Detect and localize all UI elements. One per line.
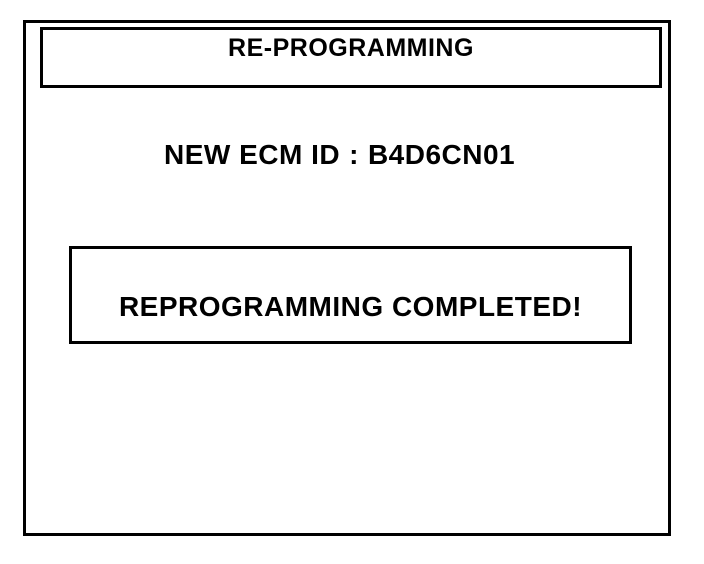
status-message-text: REPROGRAMMING COMPLETED! (118, 291, 583, 322)
screen-frame (23, 20, 671, 536)
status-message-box: REPROGRAMMING COMPLETED! (69, 246, 632, 344)
ecm-id-value: B4D6CN01 (367, 139, 516, 170)
page-title: RE-PROGRAMMING (228, 34, 474, 62)
ecm-id-line: NEW ECM ID: B4D6CN01 (164, 141, 515, 169)
ecm-id-label: NEW ECM ID (164, 139, 341, 170)
title-box: RE-PROGRAMMING (40, 27, 662, 88)
ecm-id-separator: : (349, 139, 359, 170)
